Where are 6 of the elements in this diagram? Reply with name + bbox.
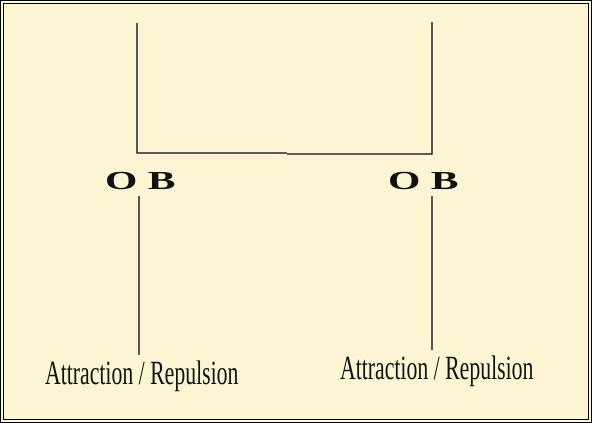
text-label: Attraction / Repulsion xyxy=(340,352,534,386)
connector-line xyxy=(431,196,433,350)
text-label: Attraction / Repulsion xyxy=(45,357,238,391)
symbol-label: O B xyxy=(388,168,459,194)
symbol-label: O B xyxy=(105,168,176,194)
connector-line xyxy=(138,196,140,355)
